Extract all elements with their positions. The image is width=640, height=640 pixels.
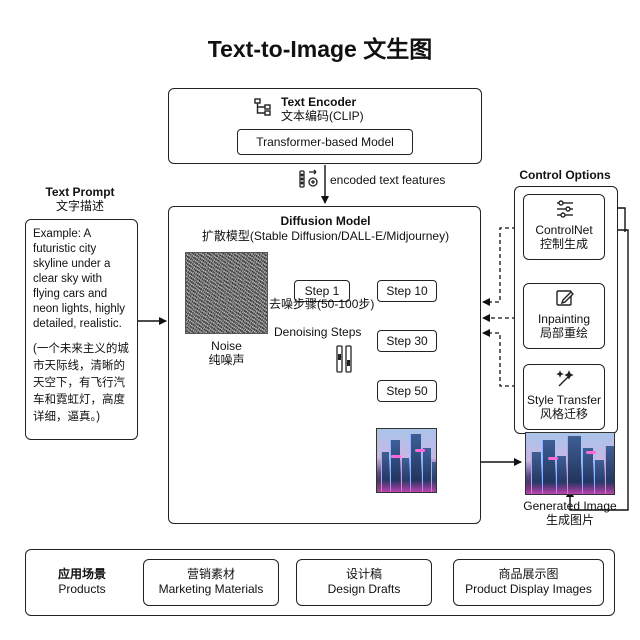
app-product-en: Product Display Images [465, 582, 592, 596]
denoise-en-label: Denoising Steps [274, 325, 362, 339]
applications-bar: 应用场景 Products 营销素材 Marketing Materials 设… [25, 549, 615, 616]
noise-label-zh: 纯噪声 [208, 353, 245, 367]
denoise-zh-label: 去噪步骤(50-100步) [269, 297, 375, 311]
prompt-example-en: Example: A futuristic city skyline under… [33, 228, 126, 330]
control-options-title: Control Options [519, 168, 611, 182]
applications-title-zh: 应用场景 [57, 567, 106, 581]
step30-box: Step 30 [377, 330, 437, 352]
feature-icon [298, 168, 320, 195]
diffusion-output-image [376, 428, 437, 493]
noise-image [185, 252, 268, 334]
sliders-icon [555, 199, 575, 224]
app-design-zh: 设计稿 [345, 567, 382, 581]
app-product-zh: 商品展示图 [498, 567, 559, 581]
prompt-example-zh: (一个未来主义的城市天际线，清晰的天空下，有飞行汽车和霓虹灯，高度详细，逼真。) [33, 343, 129, 423]
dashed-style-transfer [482, 329, 523, 387]
generated-image [525, 432, 615, 495]
dashed-controlnet [482, 227, 523, 306]
app-marketing-en: Marketing Materials [158, 582, 264, 596]
app-design-en: Design Drafts [327, 582, 401, 596]
diffusion-subtitle: 扩散模型(Stable Diffusion/DALL-E/Midjourney) [201, 229, 450, 243]
prompt-title: Text Prompt [45, 185, 115, 199]
text-encoder-box: Text Encoder 文本编码(CLIP) Transformer-base… [168, 88, 482, 164]
encoded-features-label: encoded text features [330, 173, 446, 187]
app-product-display[interactable]: 商品展示图 Product Display Images [453, 559, 604, 606]
inpainting-label: Inpainting [537, 312, 591, 326]
encoder-title: Text Encoder [281, 95, 357, 109]
step10-box: Step 10 [377, 280, 437, 302]
step1-box: Step 1 [294, 280, 350, 302]
edit-icon [555, 288, 575, 313]
generated-image-label-zh: 生成图片 [545, 513, 594, 527]
generated-image-label: Generated Image [523, 499, 617, 513]
hierarchy-icon [253, 97, 273, 122]
noise-label: Noise [211, 339, 242, 353]
controlnet-label-zh: 控制生成 [539, 237, 588, 251]
slider-icon [335, 344, 355, 379]
encoder-inner-model: Transformer-based Model [237, 129, 413, 155]
app-marketing-zh: 营销素材 [186, 567, 235, 581]
step50-box: Step 50 [377, 380, 437, 402]
controlnet-label: ControlNet [535, 223, 593, 237]
control-inpainting[interactable]: Inpainting 局部重绘 [523, 283, 605, 349]
magic-wand-icon [555, 369, 575, 394]
style-transfer-label-zh: 风格迁移 [539, 407, 588, 421]
control-controlnet[interactable]: ControlNet 控制生成 [523, 194, 605, 260]
prompt-subtitle: 文字描述 [55, 199, 104, 213]
page-title: Text-to-Image 文生图 [207, 36, 433, 62]
control-style-transfer[interactable]: Style Transfer 风格迁移 [523, 364, 605, 430]
diffusion-title: Diffusion Model [280, 214, 371, 228]
style-transfer-label: Style Transfer [526, 393, 602, 407]
app-marketing-materials[interactable]: 营销素材 Marketing Materials [143, 559, 279, 606]
app-design-drafts[interactable]: 设计稿 Design Drafts [296, 559, 432, 606]
arrow-control-to-output [566, 229, 629, 511]
applications-title-en: Products [58, 582, 106, 596]
inpainting-label-zh: 局部重绘 [539, 326, 588, 340]
prompt-box: Example: A futuristic city skyline under… [25, 219, 138, 440]
encoder-subtitle: 文本编码(CLIP) [281, 109, 364, 123]
